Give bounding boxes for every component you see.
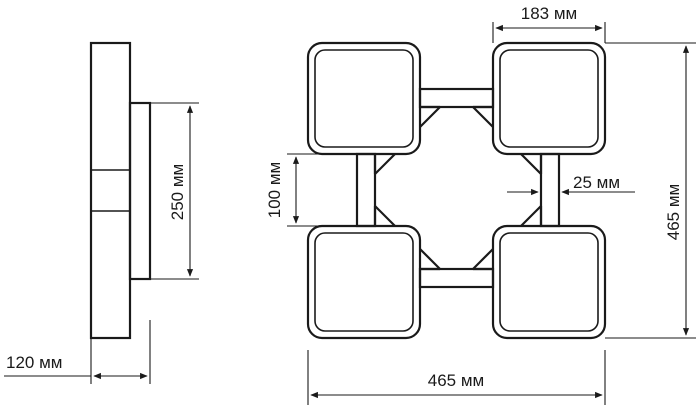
side-panel-body bbox=[89, 41, 132, 340]
connector-bar-top bbox=[418, 87, 495, 109]
depth-dimension-label: 120 мм bbox=[6, 353, 62, 372]
connector-bar-left bbox=[355, 152, 377, 228]
front-view: 183 мм 100 мм 25 мм 465 мм 465 мм bbox=[265, 4, 696, 405]
connector-bar-right bbox=[539, 152, 561, 228]
gap-label: 100 мм bbox=[265, 162, 284, 218]
module-top-right bbox=[491, 41, 607, 156]
connector-bar-bottom bbox=[418, 267, 495, 289]
module-top-left bbox=[306, 41, 422, 156]
module-bottom-left bbox=[306, 224, 422, 340]
total-height-label: 465 мм bbox=[664, 184, 683, 240]
bar-width-label: 25 мм bbox=[573, 173, 620, 192]
side-mount-block bbox=[128, 101, 152, 281]
total-width-label: 465 мм bbox=[428, 371, 484, 390]
side-view: 250 мм 120 мм bbox=[4, 41, 199, 384]
diagonal-braces bbox=[373, 105, 543, 271]
height-dimension-label: 250 мм bbox=[168, 164, 187, 220]
module-bottom-right bbox=[491, 224, 607, 340]
module-width-label: 183 мм bbox=[521, 4, 577, 23]
